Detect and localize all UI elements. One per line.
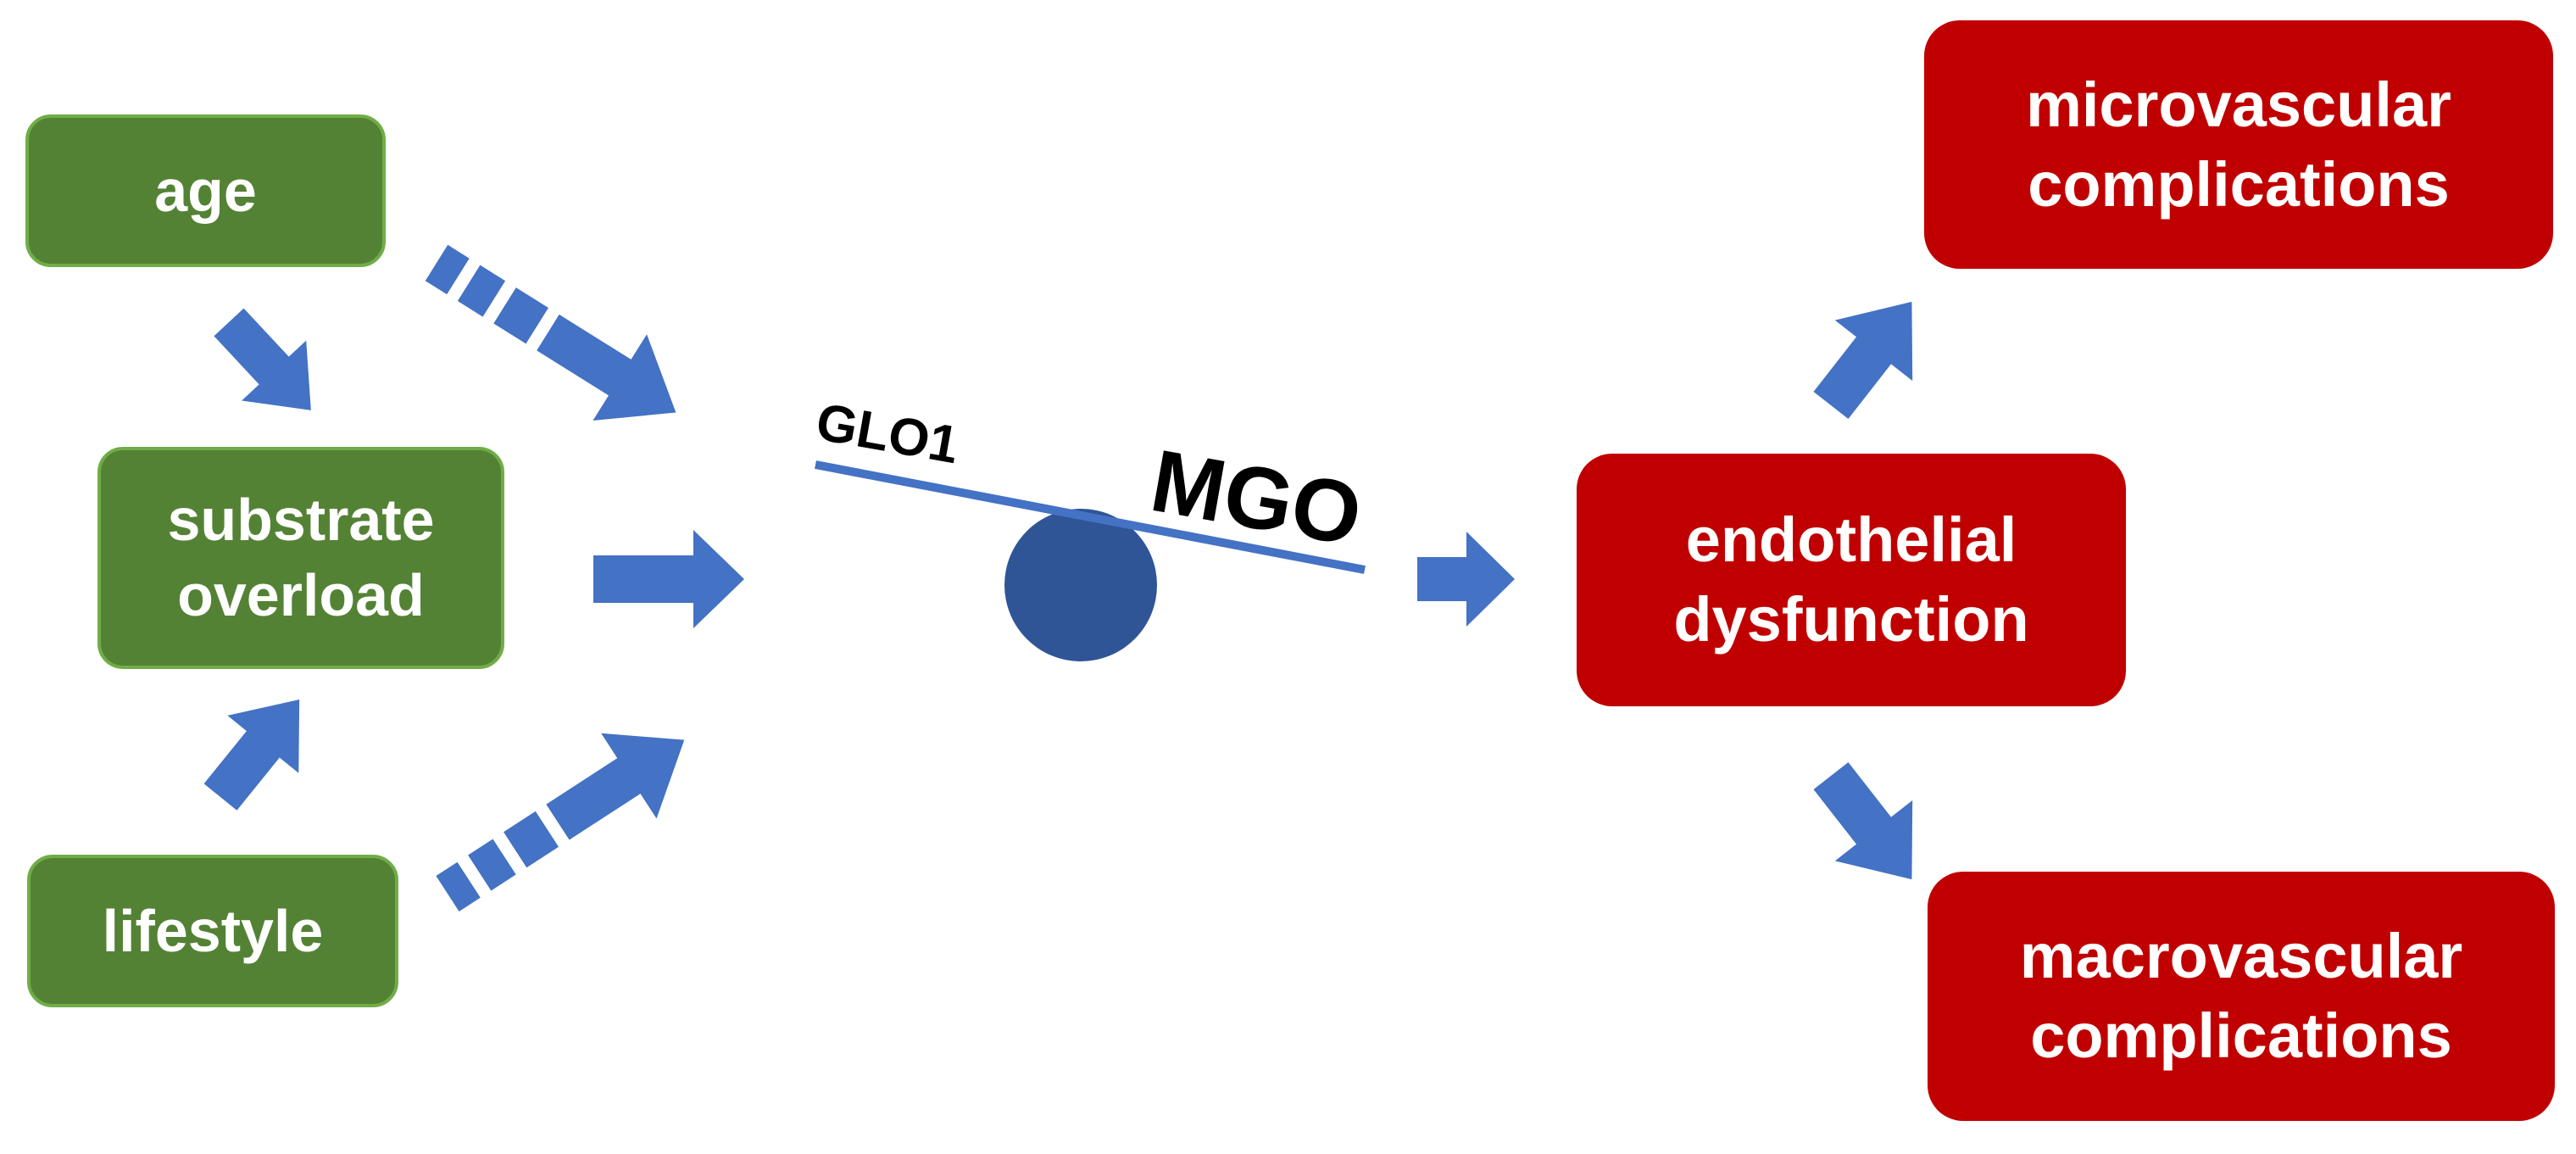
- node-age: age: [25, 114, 386, 267]
- arrow-lifestyle-to-balance-dashed: [436, 733, 685, 911]
- balance-beam: [815, 460, 1366, 574]
- node-macrovascular-complications: macrovascular complications: [1928, 872, 2555, 1121]
- node-endothelial-dysfunction-label: endothelial dysfunction: [1673, 505, 2029, 655]
- node-lifestyle: lifestyle: [27, 855, 398, 1007]
- arrow-lifestyle-to-substrate: [203, 699, 300, 811]
- node-microvascular-complications-label: microvascular complications: [2026, 69, 2451, 220]
- node-endothelial-dysfunction: endothelial dysfunction: [1577, 454, 2126, 706]
- arrow-substrate-to-balance: [593, 530, 744, 628]
- node-substrate-overload: substrate overload: [97, 447, 504, 669]
- fulcrum-circle: [1004, 509, 1157, 661]
- arrow-balance-to-endothelial: [1417, 532, 1515, 627]
- arrow-endothelial-to-macro: [1813, 761, 1913, 880]
- node-macrovascular-complications-label: macrovascular complications: [2019, 921, 2463, 1071]
- node-age-label: age: [154, 157, 257, 224]
- arrow-age-to-substrate: [214, 308, 311, 410]
- node-substrate-overload-label: substrate overload: [167, 487, 435, 628]
- arrow-endothelial-to-micro: [1813, 301, 1913, 420]
- node-lifestyle-label: lifestyle: [102, 897, 324, 964]
- node-microvascular-complications: microvascular complications: [1924, 20, 2553, 269]
- arrow-age-to-balance-dashed: [425, 244, 676, 421]
